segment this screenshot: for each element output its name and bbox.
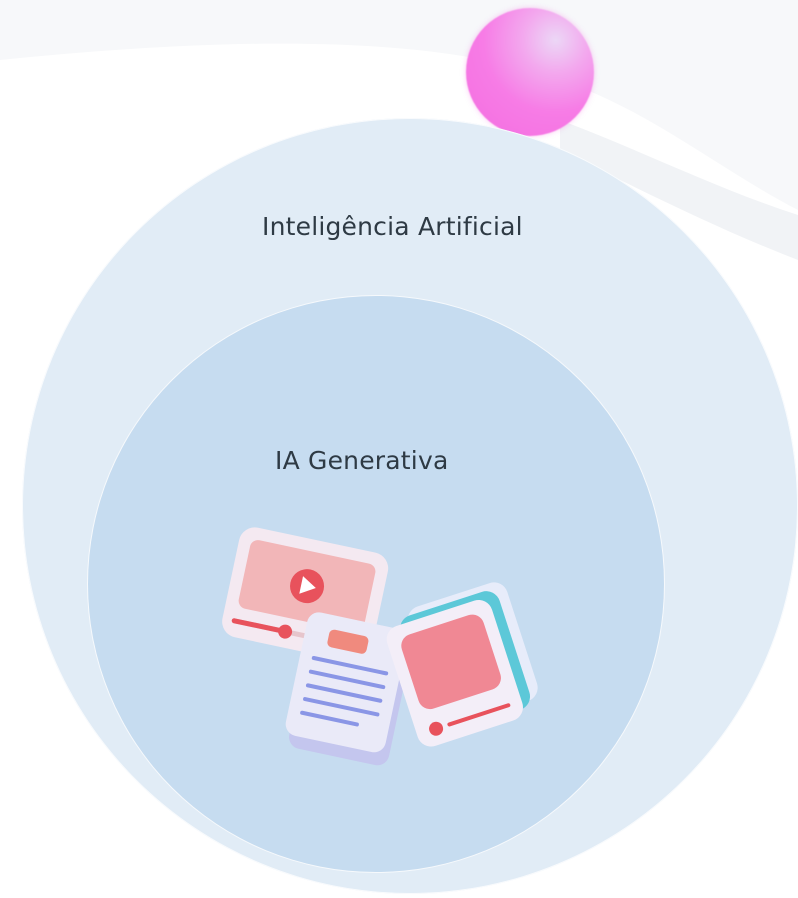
inner-circle-label: IA Generativa — [275, 446, 449, 475]
document-icon — [285, 612, 411, 766]
gradient-orb — [466, 8, 594, 136]
outer-circle-label: Inteligência Artificial — [262, 212, 523, 241]
generative-media-illustration — [222, 527, 538, 766]
image-gallery-icon — [386, 582, 538, 747]
